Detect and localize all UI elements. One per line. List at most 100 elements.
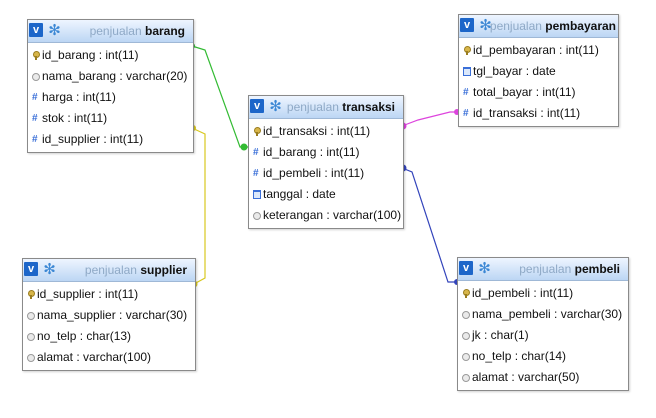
column-label: stok : int(11) — [42, 111, 108, 125]
date-icon — [253, 190, 261, 199]
column-label: harga : int(11) — [42, 90, 116, 104]
table-title: penjualan pembeli — [519, 262, 620, 276]
column-row[interactable]: keterangan : varchar(100) — [249, 205, 403, 226]
relation-line-supplier-barang[interactable] — [191, 127, 206, 285]
gear-icon[interactable]: ✻ — [269, 98, 282, 115]
numeric-icon: # — [32, 134, 38, 145]
table-title: penjualan pembayaran — [489, 19, 616, 33]
view-icon[interactable]: v — [29, 23, 43, 37]
column-label: tanggal : date — [263, 187, 336, 201]
column-label: id_transaksi : int(11) — [473, 106, 581, 120]
column-row[interactable]: tanggal : date — [249, 184, 403, 205]
column-row[interactable]: nama_pembeli : varchar(30) — [458, 304, 628, 325]
column-label: jk : char(1) — [472, 328, 529, 342]
column-row[interactable]: # id_barang : int(11) — [249, 142, 403, 163]
gear-icon[interactable]: ✻ — [43, 261, 56, 278]
numeric-icon: # — [253, 147, 259, 158]
table-title: penjualan supplier — [84, 263, 187, 277]
key-icon — [27, 290, 35, 299]
column-label: nama_pembeli : varchar(30) — [472, 307, 623, 321]
column-row[interactable]: no_telp : char(14) — [458, 346, 628, 367]
column-row[interactable]: id_barang : int(11) — [28, 45, 193, 66]
key-icon — [463, 46, 471, 55]
table-header[interactable]: v ✻ penjualan supplier — [23, 259, 195, 282]
gear-icon[interactable]: ✻ — [479, 17, 492, 34]
column-label: tgl_bayar : date — [473, 64, 556, 78]
column-label: no_telp : char(13) — [37, 329, 132, 343]
column-list: id_barang : int(11) nama_barang : varchar… — [28, 43, 193, 152]
column-row[interactable]: tgl_bayar : date — [459, 61, 618, 82]
numeric-icon: # — [32, 113, 38, 124]
relation-line-transaksi-pembayaran[interactable] — [401, 111, 458, 127]
column-label: id_pembayaran : int(11) — [473, 43, 599, 57]
column-row[interactable]: id_transaksi : int(11) — [249, 121, 403, 142]
column-row[interactable]: id_supplier : int(11) — [23, 284, 195, 305]
column-label: total_bayar : int(11) — [473, 85, 576, 99]
table-header[interactable]: v ✻ penjualan barang — [28, 20, 193, 43]
column-label: id_pembeli : int(11) — [263, 166, 365, 180]
column-row[interactable]: jk : char(1) — [458, 325, 628, 346]
gear-icon[interactable]: ✻ — [478, 260, 491, 277]
view-icon[interactable]: v — [460, 18, 474, 32]
column-row[interactable]: id_pembayaran : int(11) — [459, 40, 618, 61]
column-row[interactable]: alamat : varchar(100) — [23, 347, 195, 368]
column-row[interactable]: # id_transaksi : int(11) — [459, 103, 618, 124]
column-label: id_pembeli : int(11) — [472, 286, 574, 300]
column-row[interactable]: nama_supplier : varchar(30) — [23, 305, 195, 326]
column-label: nama_supplier : varchar(30) — [37, 308, 188, 322]
string-icon — [27, 332, 35, 341]
column-list: id_pembayaran : int(11) tgl_bayar : date #… — [459, 38, 618, 126]
date-icon — [463, 67, 471, 76]
string-icon — [462, 331, 470, 340]
string-icon — [27, 311, 35, 320]
table-transaksi[interactable]: v ✻ penjualan transaksi id_transaksi : i… — [248, 95, 404, 229]
string-icon — [253, 211, 261, 220]
numeric-icon: # — [253, 168, 259, 179]
view-icon[interactable]: v — [24, 262, 38, 276]
column-row[interactable]: # stok : int(11) — [28, 108, 193, 129]
column-row[interactable]: id_pembeli : int(11) — [458, 283, 628, 304]
column-label: id_transaksi : int(11) — [263, 124, 371, 138]
column-label: alamat : varchar(100) — [37, 350, 152, 364]
table-title: penjualan transaksi — [286, 100, 395, 114]
column-list: id_pembeli : int(11) nama_pembeli : varch… — [458, 281, 628, 390]
table-pembeli[interactable]: v ✻ penjualan pembeli id_pembeli : int(1… — [457, 257, 629, 391]
key-icon — [253, 127, 261, 136]
column-row[interactable]: alamat : varchar(50) — [458, 367, 628, 388]
column-label: alamat : varchar(50) — [472, 370, 580, 384]
gear-icon[interactable]: ✻ — [48, 22, 61, 39]
string-icon — [462, 373, 470, 382]
table-header[interactable]: v ✻ penjualan pembayaran — [459, 15, 618, 38]
column-row[interactable]: nama_barang : varchar(20) — [28, 66, 193, 87]
table-pembayaran[interactable]: v ✻ penjualan pembayaran id_pembayaran :… — [458, 14, 619, 127]
table-barang[interactable]: v ✻ penjualan barang id_barang : int(11)… — [27, 19, 194, 153]
string-icon — [27, 353, 35, 362]
relation-line-transaksi-pembeli[interactable] — [401, 167, 457, 283]
column-label: id_supplier : int(11) — [42, 132, 144, 146]
relation-endpoint-transaksi — [240, 143, 248, 151]
string-icon — [462, 352, 470, 361]
table-title: penjualan barang — [89, 24, 185, 38]
string-icon — [462, 310, 470, 319]
key-icon — [462, 289, 470, 298]
column-row[interactable]: no_telp : char(13) — [23, 326, 195, 347]
table-supplier[interactable]: v ✻ penjualan supplier id_supplier : int… — [22, 258, 196, 371]
column-row[interactable]: # harga : int(11) — [28, 87, 193, 108]
key-icon — [32, 51, 40, 60]
table-header[interactable]: v ✻ penjualan transaksi — [249, 96, 403, 119]
view-icon[interactable]: v — [250, 99, 264, 113]
column-label: nama_barang : varchar(20) — [42, 69, 188, 83]
numeric-icon: # — [32, 92, 38, 103]
table-header[interactable]: v ✻ penjualan pembeli — [458, 258, 628, 281]
column-row[interactable]: # id_supplier : int(11) — [28, 129, 193, 150]
column-label: id_supplier : int(11) — [37, 287, 139, 301]
column-label: no_telp : char(14) — [472, 349, 567, 363]
column-row[interactable]: # total_bayar : int(11) — [459, 82, 618, 103]
column-list: id_transaksi : int(11) # id_barang : int(1… — [249, 119, 403, 228]
numeric-icon: # — [463, 87, 469, 98]
view-icon[interactable]: v — [459, 261, 473, 275]
column-label: id_barang : int(11) — [263, 145, 360, 159]
string-icon — [32, 72, 40, 81]
column-row[interactable]: # id_pembeli : int(11) — [249, 163, 403, 184]
numeric-icon: # — [463, 108, 469, 119]
